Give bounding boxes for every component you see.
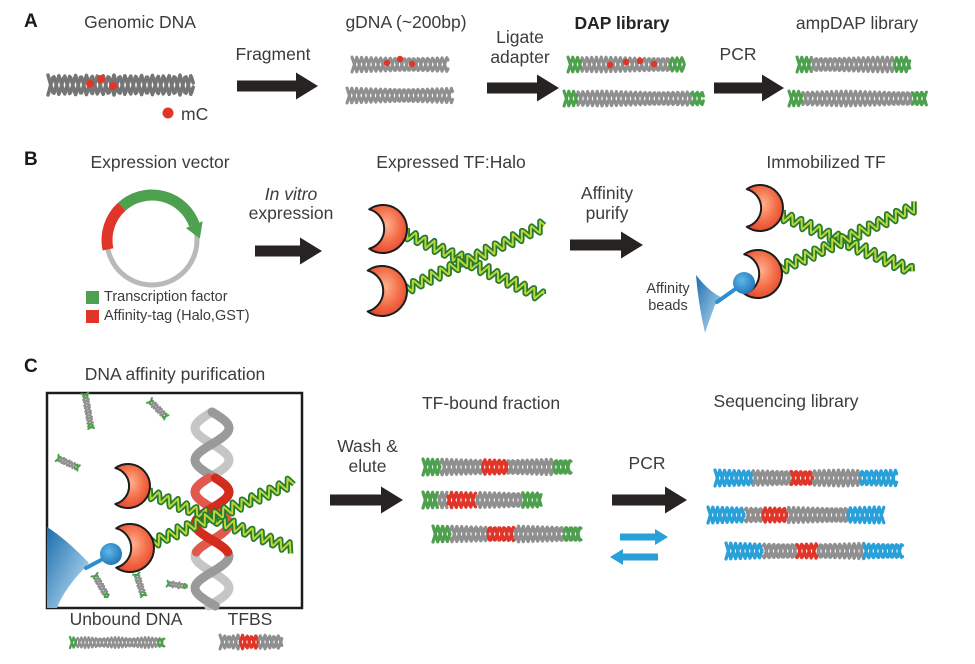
sequencing-fragment — [706, 505, 886, 525]
free-dna-fragment — [165, 579, 189, 590]
mc-dot — [109, 82, 117, 90]
free-dna-fragment — [146, 397, 170, 421]
tf-bound-fragment — [421, 457, 573, 477]
title-tf-bound-fraction: TF-bound fraction — [421, 393, 561, 413]
affinity-purify-arrow-icon — [570, 231, 643, 259]
mc-dot — [97, 75, 105, 83]
plasmid-icon — [101, 189, 203, 288]
title-expressed-tf-halo: Expressed TF:Halo — [376, 152, 526, 172]
label-ligate-adapter-step: Ligate adapter — [490, 27, 550, 67]
ligate-arrow-icon — [487, 74, 559, 102]
mc-dot — [383, 59, 391, 67]
pcr2-arrow-icon — [612, 486, 687, 514]
tf-bound-fragment — [421, 490, 543, 510]
mc-dot — [606, 61, 614, 69]
label-affinity-purify-step: Affinity purify — [580, 183, 634, 223]
mc-dot — [86, 80, 94, 88]
legend-swatch-tf — [86, 291, 99, 304]
halo-tail-icon — [147, 475, 296, 549]
free-dna-fragment — [80, 391, 95, 431]
ampdap-fragment — [795, 55, 912, 74]
label-mc: mC — [181, 104, 209, 124]
tf-protein-icon — [368, 204, 408, 254]
label-in-vitro: In vitro — [264, 184, 318, 204]
title-immobilized-tf: Immobilized TF — [766, 152, 886, 172]
tf-protein-icon — [115, 523, 155, 573]
affinity-bead-icon — [47, 527, 103, 608]
title-sequencing-library: Sequencing library — [713, 391, 859, 411]
tf-protein-icon — [366, 265, 408, 317]
invitro-arrow-icon — [255, 237, 322, 265]
sequencing-fragment — [713, 468, 899, 488]
tf-protein-icon — [743, 249, 783, 299]
unbound-dna-fragment — [68, 635, 166, 650]
label-wash-elute-step: Wash & elute — [337, 436, 398, 476]
legend-transcription-factor: Transcription factor — [104, 289, 228, 305]
primer-reverse-icon — [610, 549, 658, 565]
halo-tail-icon — [404, 227, 547, 302]
tfbs-fragment — [218, 633, 284, 651]
pcr-arrow-icon — [714, 74, 784, 102]
tf-protein-icon — [745, 184, 784, 232]
mc-dot — [650, 60, 658, 68]
mc-dot — [396, 55, 404, 63]
free-dna-fragment — [90, 571, 110, 599]
bead-circle-icon — [733, 272, 755, 294]
mc-dot — [636, 57, 644, 65]
panel-b-label: B — [24, 149, 38, 170]
tf-protein-icon — [114, 463, 151, 509]
legend-affinity-tag: Affinity-tag (Halo,GST) — [104, 308, 250, 324]
title-gdna: gDNA (~200bp) — [345, 12, 467, 32]
label-tfbs: TFBS — [227, 609, 273, 629]
label-unbound-dna: Unbound DNA — [69, 609, 183, 629]
label-expression: expression — [248, 203, 334, 223]
panel-a-label: A — [24, 11, 38, 32]
title-genomic-dna: Genomic DNA — [84, 12, 196, 32]
bead-circle-icon — [100, 543, 122, 565]
label-fragment-step: Fragment — [235, 44, 311, 64]
label-affinity-beads: Affinity beads — [646, 281, 690, 314]
ampdap-fragment — [787, 89, 928, 108]
label-pcr-step-c: PCR — [628, 453, 666, 473]
free-dna-fragment — [131, 571, 148, 599]
gdna-fragment — [345, 86, 455, 105]
affinity-bead-icon — [696, 275, 736, 333]
legend-swatch-tag — [86, 310, 99, 323]
label-pcr-step-a: PCR — [719, 44, 757, 64]
wash-elute-arrow-icon — [330, 486, 403, 514]
free-dna-fragment — [54, 453, 81, 472]
dap-library-fragment — [562, 89, 705, 108]
title-expression-vector: Expression vector — [90, 152, 230, 172]
sequencing-fragment — [724, 541, 905, 561]
primer-forward-icon — [620, 529, 668, 545]
halo-tail-icon — [775, 201, 917, 275]
title-ampdap-library: ampDAP library — [795, 13, 919, 33]
mc-legend-dot — [162, 107, 174, 119]
mc-dot — [408, 60, 416, 68]
genomic-dna-helix — [46, 73, 195, 97]
mc-dot — [622, 58, 630, 66]
tf-bound-fragment — [431, 524, 583, 544]
title-dap-library: DAP library — [574, 13, 670, 33]
halo-tail-icon — [401, 218, 547, 295]
fragment-arrow-icon — [237, 72, 318, 100]
title-dna-affinity-purification: DNA affinity purification — [84, 364, 266, 384]
halo-tail-icon — [147, 487, 294, 554]
panel-c-label: C — [24, 356, 38, 377]
